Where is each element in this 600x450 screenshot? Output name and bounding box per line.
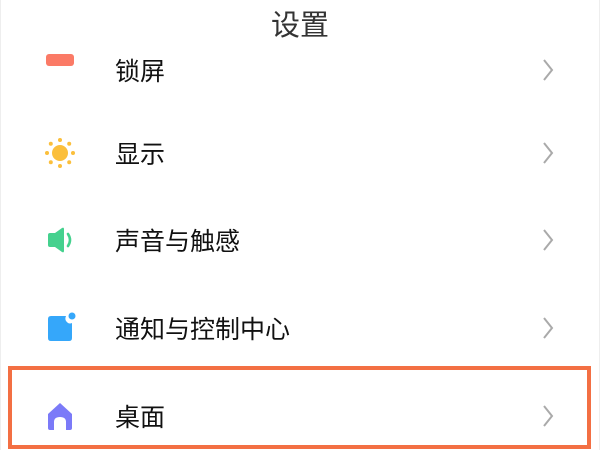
page-title: 设置 — [270, 8, 329, 42]
settings-item-lock-screen[interactable]: 锁屏 — [0, 38, 600, 98]
left-edge — [0, 0, 1, 450]
settings-item-label: 锁屏 — [115, 57, 166, 86]
settings-item-label: 声音与触感 — [115, 227, 241, 256]
chevron-right-icon — [543, 142, 554, 164]
settings-item-home-screen[interactable]: 桌面 — [0, 386, 600, 446]
highlight-box — [8, 366, 591, 449]
chevron-right-icon — [543, 405, 554, 427]
chevron-right-icon — [543, 229, 554, 251]
settings-item-label: 桌面 — [115, 403, 166, 432]
settings-item-label: 显示 — [115, 140, 166, 169]
settings-item-notifications-control-center[interactable]: 通知与控制中心 — [0, 298, 600, 358]
speaker-icon — [48, 227, 72, 253]
chevron-right-icon — [543, 317, 554, 339]
home-icon — [48, 403, 72, 430]
settings-item-display[interactable]: 显示 — [0, 123, 600, 183]
chevron-right-icon — [543, 59, 554, 81]
settings-item-sound-haptics[interactable]: 声音与触感 — [0, 210, 600, 270]
notification-icon — [48, 312, 76, 341]
sun-icon — [45, 138, 75, 168]
lock-screen-icon — [46, 54, 74, 66]
settings-item-label: 通知与控制中心 — [115, 315, 291, 344]
